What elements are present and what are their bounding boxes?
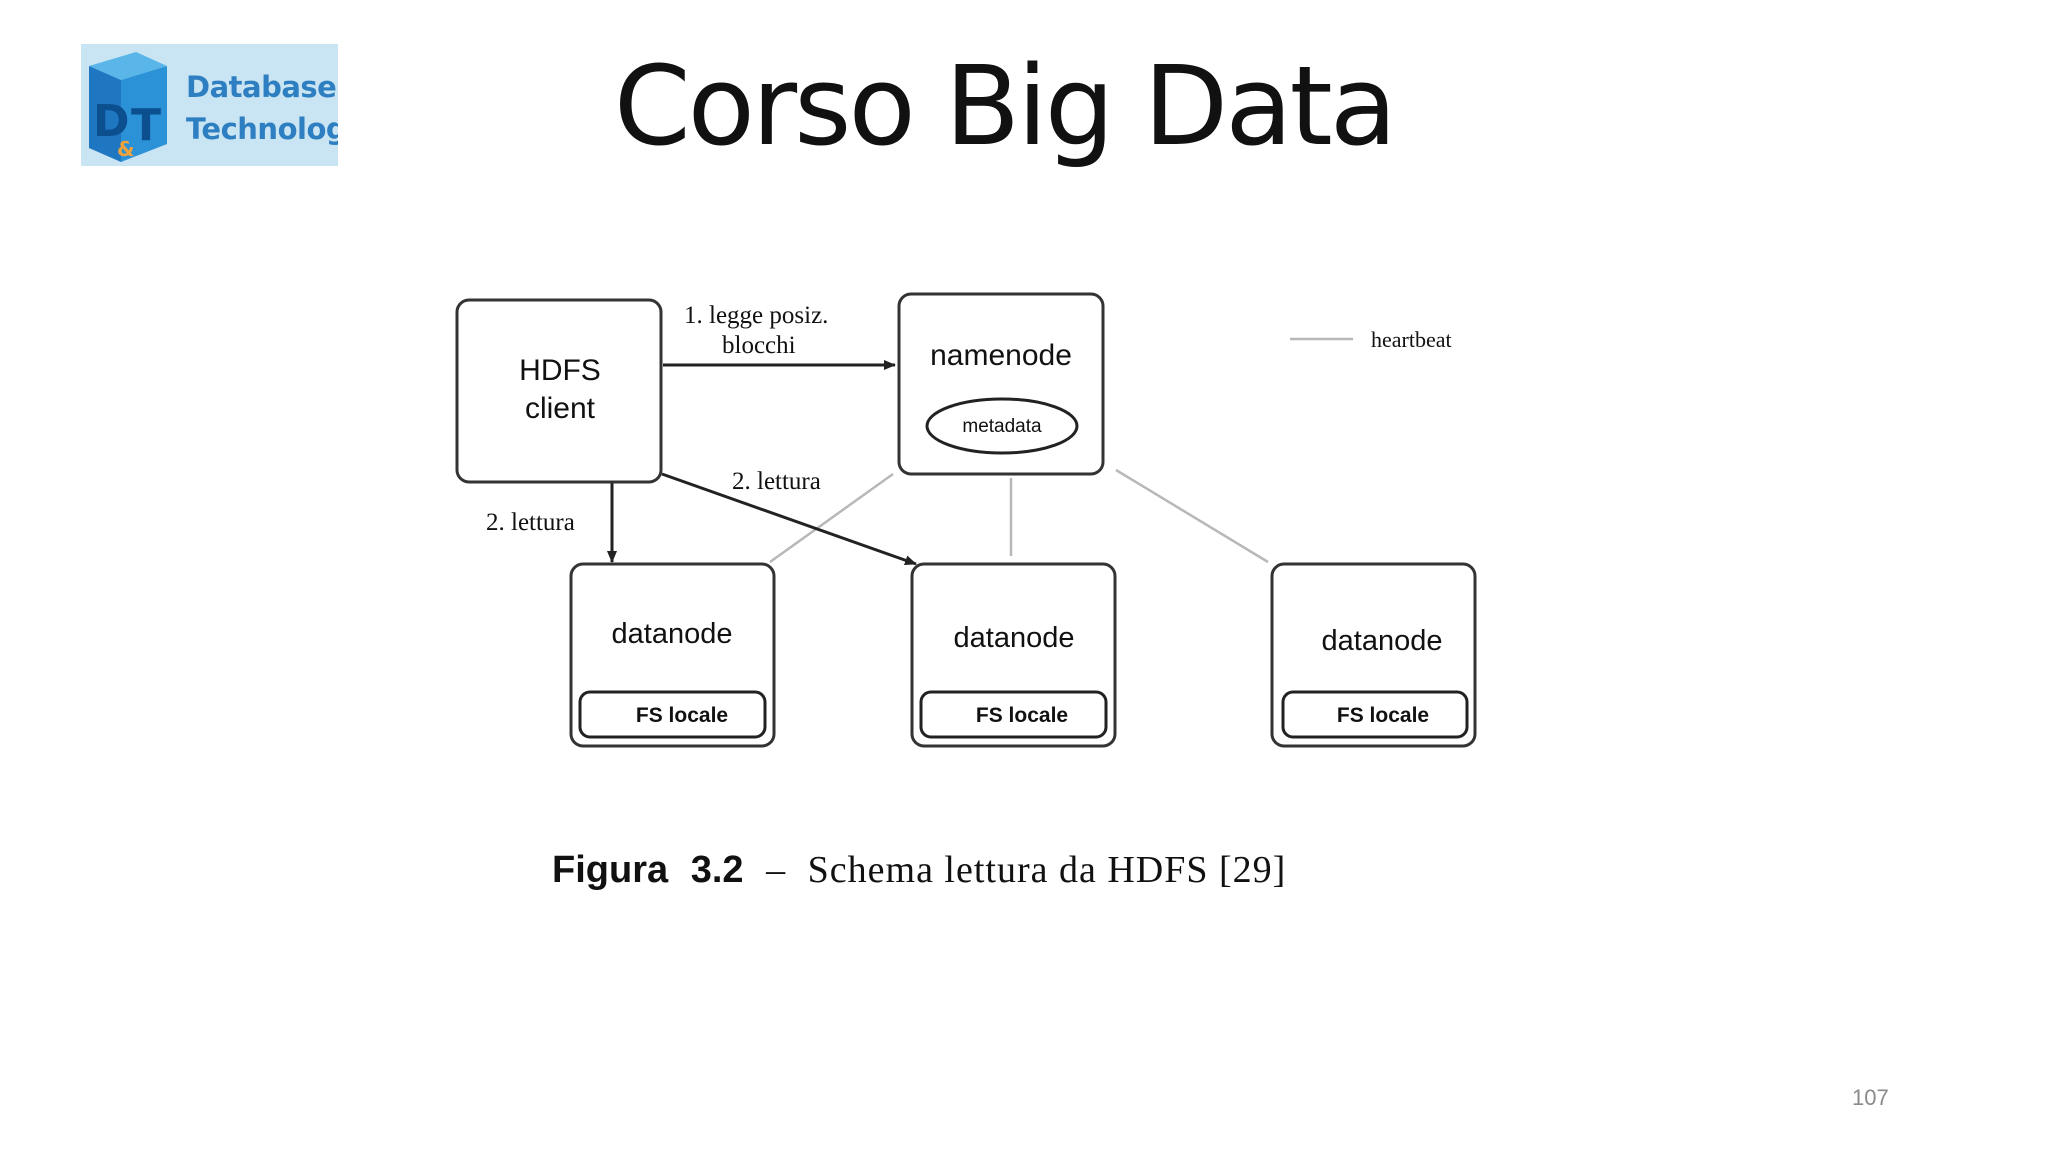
slide-title: Corso Big Data (613, 42, 1397, 170)
fs-locale-box-1 (578, 690, 767, 739)
logo: D T & Database & Technology (81, 44, 338, 166)
read-arrows (607, 360, 917, 566)
hdfs-client-box: HDFS client (455, 298, 663, 484)
fs-locale-label-2: FS locale (976, 704, 1068, 727)
heartbeat-lines (769, 337, 1353, 564)
namenode-box: namenode metadata (897, 292, 1105, 476)
caption-prefix: Figura (552, 849, 669, 891)
fs-locale-box-3 (1281, 690, 1469, 739)
datanode-box-1: datanode FS locale (569, 562, 776, 748)
datanode-box-2: datanode FS locale (910, 562, 1117, 748)
fs-locale-label-3: FS locale (1337, 704, 1429, 727)
svg-text:T: T (131, 100, 161, 151)
edge-label-read-b: 2. lettura (732, 468, 821, 495)
datanode-box-3: datanode FS locale (1270, 562, 1477, 748)
figure-caption: Figura 3.2 – Schema lettura da HDFS [29] (552, 849, 1286, 891)
edge-label-read-positions-1: 1. legge posiz. (684, 302, 828, 329)
legend-heartbeat-label: heartbeat (1371, 327, 1452, 352)
datanode-label-2: datanode (954, 622, 1075, 654)
heartbeat-line-3 (1115, 468, 1269, 564)
caption-number: 3.2 (691, 849, 744, 891)
client-label-line-1: HDFS (519, 354, 601, 387)
logo-line-2: Technology (186, 112, 338, 146)
fs-locale-label-1: FS locale (636, 704, 728, 727)
caption-dash: – (765, 849, 786, 891)
cube-icon: D T & (89, 52, 167, 162)
arrow-client-to-datanode-2 (661, 472, 917, 566)
svg-text:&: & (117, 137, 134, 161)
client-label-line-2: client (525, 392, 596, 425)
svg-text:D: D (93, 96, 130, 147)
namenode-label: namenode (930, 339, 1072, 372)
fs-locale-box-2 (919, 690, 1108, 739)
heartbeat-line-1 (769, 472, 894, 564)
datanode-label-3: datanode (1322, 625, 1443, 657)
metadata-ellipse (925, 397, 1079, 455)
edge-label-read-positions-2: blocchi (722, 332, 796, 359)
page-number: 107 (1852, 1085, 1889, 1110)
metadata-label: metadata (962, 416, 1042, 437)
logo-line-1: Database & (186, 70, 337, 104)
edge-label-read-a: 2. lettura (486, 509, 575, 536)
caption-text: Schema lettura da HDFS [29] (808, 849, 1287, 891)
datanode-label-1: datanode (612, 618, 733, 650)
